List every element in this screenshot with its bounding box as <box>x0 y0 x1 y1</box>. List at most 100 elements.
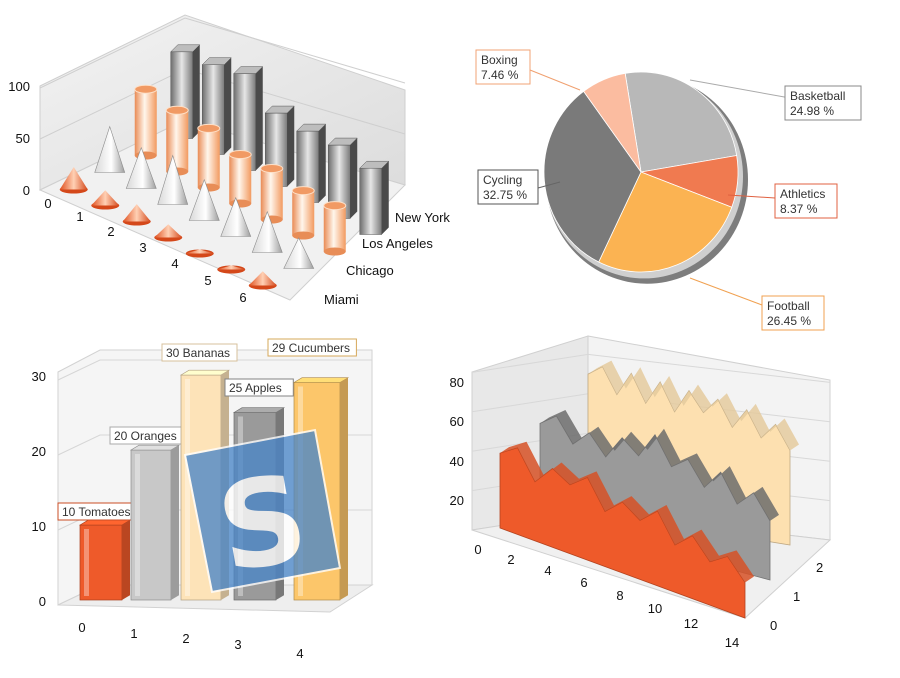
chart1-bar-side <box>255 66 263 171</box>
chart1-cylinder <box>323 205 346 252</box>
chart4-xtick: 4 <box>544 563 551 578</box>
chart3-data-label: 20 Oranges <box>114 429 177 443</box>
callout-athletics: Athletics 8.37 % <box>774 183 838 219</box>
chart3-x-axis: 0 1 2 3 4 <box>78 620 303 661</box>
chart1-bar-side <box>350 138 358 219</box>
callout-cycling-label: Cycling <box>483 173 522 187</box>
chart3-bar-highlight <box>84 529 89 596</box>
callout-football-label: Football <box>767 299 810 313</box>
chart4-ytick: 20 <box>450 493 464 508</box>
chart1-ytick: 0 <box>23 183 30 198</box>
callout-cycling-pct: 32.75 % <box>483 188 527 202</box>
chart3-bar-top <box>179 369 231 376</box>
chart1-cylinder-top <box>197 123 221 133</box>
callout-basketball: Basketball 24.98 % <box>784 85 862 121</box>
chart1-cylinder-top <box>323 201 347 211</box>
chart1-ytick: 100 <box>8 79 30 94</box>
callout-basketball-pct: 24.98 % <box>790 104 834 118</box>
chart1-cone <box>217 265 246 270</box>
chart3-xtick: 1 <box>130 626 137 641</box>
chart3-bar-top <box>292 377 350 383</box>
chart4-xtick: 0 <box>474 542 481 557</box>
chart2-callouts: Boxing 7.46 % Basketball 24.98 % Cycling… <box>475 49 862 331</box>
chart1-bar-side <box>287 106 295 187</box>
chart3-bar-side <box>122 520 130 600</box>
chart3-data-label-box <box>267 338 357 357</box>
chart1-cylinder <box>260 168 283 220</box>
chart2-3d-pie: Boxing 7.46 % Basketball 24.98 % Cycling… <box>475 49 862 331</box>
chart4-ytick: 40 <box>450 454 464 469</box>
callout-basketball-label: Basketball <box>790 89 845 103</box>
chart1-cylinder <box>166 110 189 172</box>
chart1-xtick: 5 <box>204 273 211 288</box>
callout-line-football <box>689 277 763 306</box>
chart1-cylinder <box>292 190 315 236</box>
chart4-xtick: 12 <box>684 616 698 631</box>
chart1-xtick: 4 <box>171 256 178 271</box>
callout-line-basketball <box>689 79 791 99</box>
chart4-xtick: 14 <box>725 635 739 650</box>
chart1-cylinder <box>197 128 220 188</box>
chart1-cone <box>125 146 157 189</box>
chart1-y-axis: 0 50 100 <box>8 79 30 198</box>
chart1-bar-side <box>224 57 232 155</box>
chart1-ztick-new-york: New York <box>395 210 450 225</box>
chart4-ztick: 1 <box>793 589 800 604</box>
pie-slice-boxing <box>583 72 642 173</box>
chart1-bar <box>359 167 382 235</box>
chart3-y-axis: 0 10 20 30 <box>32 369 46 609</box>
chart1-xtick: 6 <box>239 290 246 305</box>
chart4-marks <box>499 360 799 619</box>
chart1-cylinder-top <box>260 164 284 173</box>
chart4-area-top <box>588 360 799 451</box>
chart3-ytick: 10 <box>32 519 46 534</box>
chart3-bar <box>79 524 123 601</box>
chart3-bar-top <box>232 407 286 413</box>
chart1-cylinder <box>134 89 157 156</box>
chart4-3d-areas: 20 40 60 80 0 2 4 6 8 10 12 14 0 1 2 <box>450 335 832 650</box>
chart3-data-label: 29 Cucumbers <box>272 341 350 355</box>
chart4-xtick: 2 <box>507 552 514 567</box>
watermark-badge <box>183 428 342 594</box>
callout-boxing-label: Boxing <box>481 53 518 67</box>
chart1-cone <box>154 224 183 238</box>
callout-line-boxing <box>529 69 581 91</box>
chart1-cone <box>157 154 189 205</box>
chart4-y-axis: 20 40 60 80 <box>450 375 464 508</box>
chart1-cone <box>59 167 88 190</box>
chart3-data-label: 25 Apples <box>229 381 282 395</box>
chart2-slices <box>543 71 748 284</box>
pie-slice-cycling <box>543 90 642 263</box>
chart1-xtick: 3 <box>139 240 146 255</box>
chart3-xtick: 3 <box>234 637 241 652</box>
chart3-bar-highlight <box>135 454 140 596</box>
chart1-xtick: 0 <box>44 196 51 211</box>
chart4-xtick: 10 <box>648 601 662 616</box>
chart1-ytick: 50 <box>16 131 30 146</box>
chart1-cylinder-top <box>134 84 158 94</box>
chart1-x-axis: 0 1 2 3 4 5 6 <box>44 196 246 305</box>
chart4-ytick: 80 <box>450 375 464 390</box>
chart3-xtick: 2 <box>182 631 189 646</box>
chart3-data-label: 30 Bananas <box>166 346 230 360</box>
chart1-cone <box>188 178 220 221</box>
callout-line-cycling <box>537 181 561 189</box>
callout-line-athletics <box>727 194 776 199</box>
chart4-area-top <box>540 410 779 521</box>
chart3-ytick: 0 <box>39 594 46 609</box>
chart1-cone <box>185 249 214 254</box>
chart3-xtick: 0 <box>78 620 85 635</box>
chart1-cylinder-top <box>291 186 315 196</box>
chart1-ztick-los-angeles: Los Angeles <box>362 236 433 251</box>
chart1-cone <box>91 190 120 206</box>
chart1-cone <box>283 237 315 269</box>
watermark-logo: S <box>183 428 342 600</box>
callout-cycling: Cycling 32.75 % <box>477 169 539 205</box>
chart4-gridline <box>471 353 831 383</box>
chart1-bar-side <box>318 124 326 203</box>
chart4-area-top <box>500 441 754 583</box>
chart3-data-label-box <box>161 343 238 362</box>
chart1-ztick-chicago: Chicago <box>346 263 394 278</box>
chart3-bar-highlight <box>185 379 190 596</box>
